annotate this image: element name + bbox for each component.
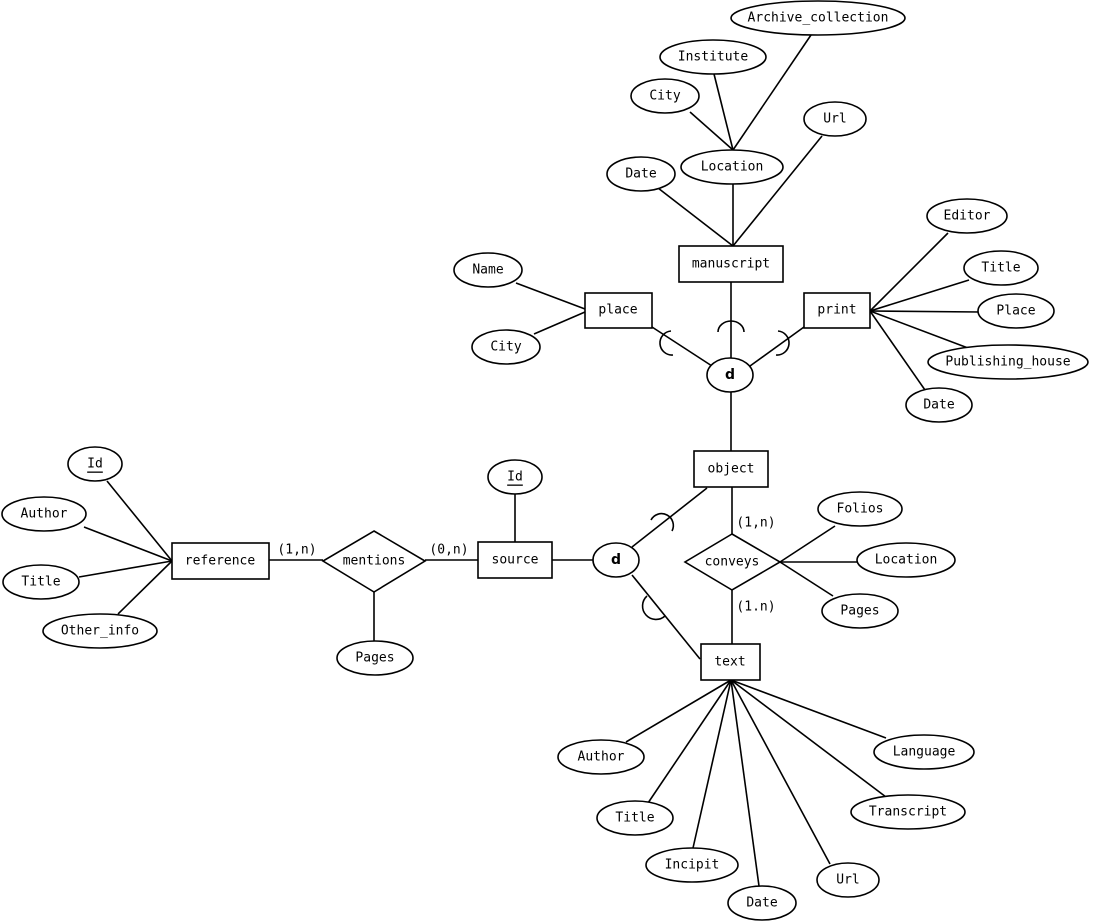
attr-conveys-location: Location — [875, 553, 938, 568]
cardinality-object-conveys: (1,n) — [736, 516, 775, 531]
attr-manuscript-date: Date — [625, 167, 656, 182]
relationship-conveys: conveys — [705, 555, 760, 570]
connector-lines — [78, 34, 981, 887]
attr-text-incipit: Incipit — [665, 858, 720, 873]
cardinality-reference-mentions: (1,n) — [277, 543, 316, 558]
entity-object: object — [708, 462, 755, 477]
attr-reference-author: Author — [21, 507, 68, 522]
attr-print-place: Place — [996, 304, 1035, 319]
entity-source: source — [492, 553, 539, 568]
attr-print-title: Title — [981, 261, 1020, 276]
relationship-diamonds — [321, 530, 782, 593]
attr-manuscript-city: City — [649, 89, 680, 104]
attr-conveys-pages: Pages — [840, 604, 879, 619]
attr-mentions-pages: Pages — [355, 651, 394, 666]
entity-place: place — [598, 303, 637, 318]
attr-print-editor: Editor — [944, 209, 991, 224]
attr-text-date: Date — [746, 896, 777, 911]
entity-print: print — [817, 303, 856, 318]
attr-reference-title: Title — [21, 575, 60, 590]
specialization-object-d: d — [725, 367, 735, 383]
entity-reference: reference — [185, 554, 256, 569]
attr-text-url: Url — [836, 873, 859, 888]
specialization-circles — [592, 357, 754, 578]
cardinality-mentions-source: (0,n) — [429, 543, 468, 558]
attr-text-author: Author — [578, 750, 625, 765]
attr-print-date: Date — [923, 398, 954, 413]
attr-manuscript-institute: Institute — [678, 50, 749, 65]
entity-text: text — [714, 655, 745, 670]
cardinality-conveys-text: (1.n) — [736, 600, 775, 615]
specialization-source-d: d — [611, 552, 621, 568]
subset-arcs — [641, 320, 790, 621]
attr-manuscript-archive-collection: Archive_collection — [748, 11, 889, 26]
entity-manuscript: manuscript — [692, 257, 770, 272]
labels: manuscript place print object reference … — [21, 11, 1071, 911]
attr-source-id: Id — [507, 470, 523, 485]
relationship-mentions: mentions — [343, 554, 406, 569]
attr-place-name: Name — [472, 263, 503, 278]
attr-place-city: City — [490, 340, 521, 355]
attr-reference-other-info: Other_info — [61, 624, 139, 639]
entity-boxes — [171, 245, 871, 681]
attr-manuscript-url: Url — [823, 112, 846, 127]
attr-manuscript-location: Location — [701, 160, 764, 175]
attr-text-transcript: Transcript — [869, 805, 947, 820]
attr-print-publishing-house: Publishing_house — [945, 355, 1070, 370]
attr-text-language: Language — [893, 745, 956, 760]
attr-reference-id: Id — [87, 457, 103, 472]
attr-text-title: Title — [615, 811, 654, 826]
attr-conveys-folios: Folios — [837, 502, 884, 517]
